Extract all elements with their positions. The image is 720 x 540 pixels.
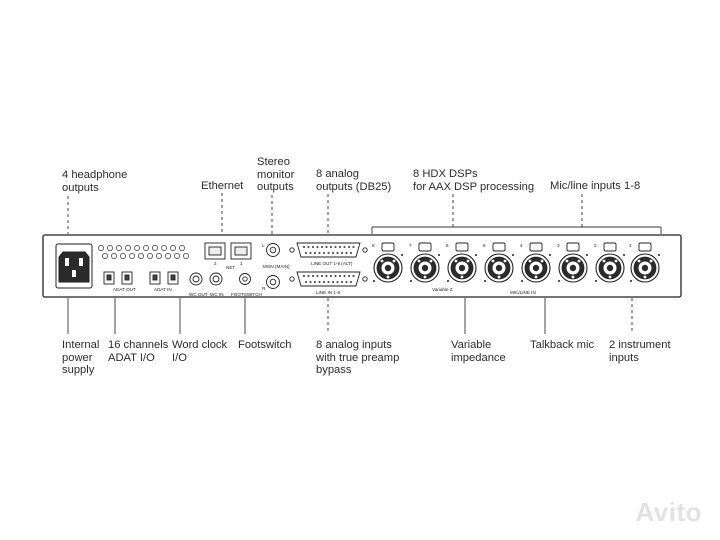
watermark-logo: Avito [635, 497, 702, 527]
channel-number: 5 [483, 243, 486, 248]
vent-holes [98, 245, 189, 259]
line-in-label: LINE IN 1-8 [316, 290, 340, 295]
combo-input-jack: 4 [520, 242, 552, 283]
db25-line-out [289, 242, 368, 258]
callout-instrument-inputs: 2 instrument inputs [609, 339, 671, 364]
mon-r-label: R [262, 286, 266, 291]
channel-number: 1 [629, 243, 632, 248]
net-label: NET [226, 265, 235, 270]
channel-number: 8 [372, 243, 375, 248]
callout-word-clock: Word clock I/O [172, 339, 228, 364]
callout-talkback-mic: Talkback mic [530, 339, 595, 351]
callout-mic-line-inputs: Mic/line inputs 1-8 [550, 180, 641, 192]
net-port-2-label: 2 [214, 261, 217, 266]
variable-z-label: Variable Z [432, 287, 453, 292]
wordclock-bnc [189, 272, 223, 286]
callout-ethernet: Ethernet [201, 180, 244, 192]
callout-analog-outputs: 8 analog outputs (DB25) [316, 168, 392, 193]
footswitch-label: FOOTSWITCH [231, 292, 262, 297]
callout-adat-io: 16 channels ADAT I/O [108, 339, 169, 364]
combo-input-jack: 3 [557, 242, 589, 283]
line-out-label: LINE OUT 1-8 (ALT) [311, 261, 353, 266]
callout-headphone-outputs: 4 headphone outputs [62, 169, 128, 194]
channel-number: 4 [520, 243, 523, 248]
callout-internal-power: Internal power supply [62, 339, 100, 376]
mon-label: MON (MAIN) [263, 264, 290, 269]
mon-l-label: L [262, 243, 265, 248]
adat-ports [103, 271, 179, 285]
net-port-1-label: 1 [240, 261, 243, 266]
combo-input-jack: 1 [629, 242, 661, 283]
combo-input-jack: 8 [372, 242, 404, 283]
wc-out-label: WC OUT [189, 292, 208, 297]
channel-number: 3 [557, 243, 560, 248]
db25-line-in [289, 271, 368, 287]
combo-input-jack: 5 [483, 242, 515, 283]
monitor-outputs [266, 243, 280, 289]
channel-number: 6 [446, 243, 449, 248]
combo-inputs: 8 7 6 5 4 3 2 1 [372, 242, 661, 283]
callout-footswitch: Footswitch [238, 339, 292, 351]
wc-in-label: WC IN [210, 292, 224, 297]
combo-input-jack: 6 [446, 242, 478, 283]
power-inlet [55, 243, 93, 289]
combo-input-jack: 7 [409, 242, 441, 283]
callout-variable-impedance: Variable impedance [451, 339, 506, 364]
combo-input-jack: 2 [594, 242, 626, 283]
ethernet-ports [204, 242, 252, 260]
callout-analog-inputs: 8 analog inputs with true preamp bypass [316, 339, 400, 376]
footswitch-jack [239, 273, 251, 285]
channel-number: 2 [594, 243, 597, 248]
adat-in-label: ADAT IN [154, 287, 172, 292]
channel-number: 7 [409, 243, 412, 248]
micline-in-label: MIC/LINE IN [510, 290, 536, 295]
callout-stereo-monitor-outputs: Stereo monitor outputs [257, 156, 295, 193]
callout-hdx-dsps: 8 HDX DSPs for AAX DSP processing [413, 168, 535, 193]
adat-out-label: ADAT OUT [113, 287, 136, 292]
